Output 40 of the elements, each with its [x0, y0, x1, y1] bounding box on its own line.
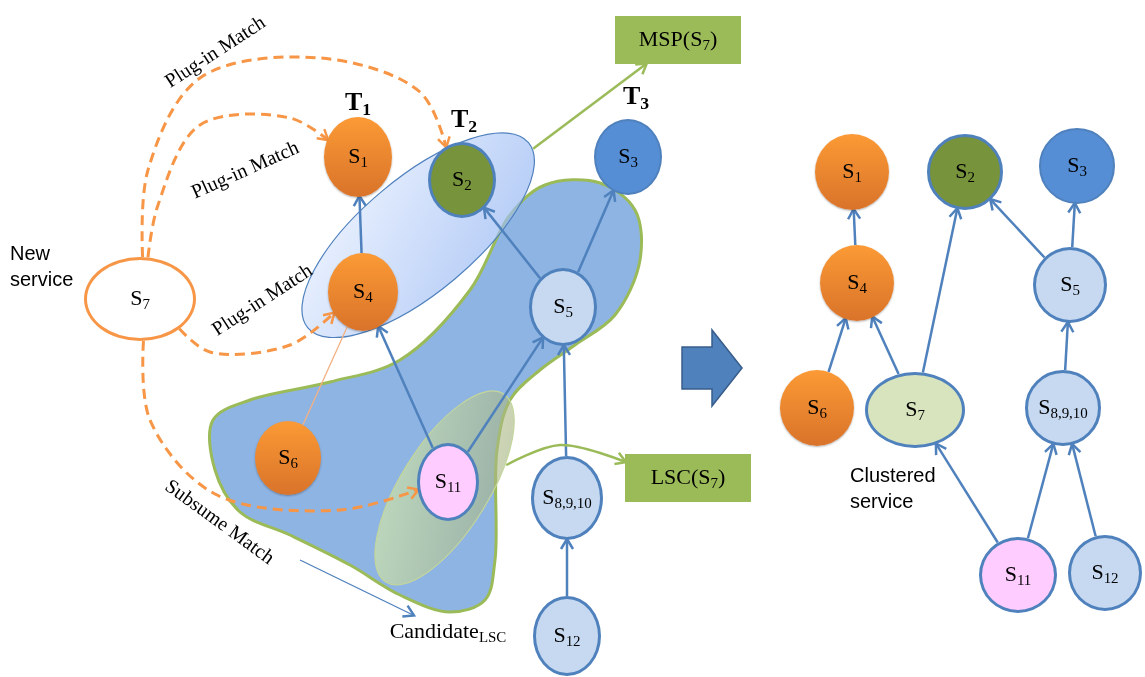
- arrow: [1067, 442, 1097, 537]
- arrow: [178, 311, 336, 356]
- arrow: [1067, 201, 1082, 248]
- service-node: S$_{12}$: [1068, 535, 1142, 611]
- service-node: S$_{12}$: [533, 596, 601, 676]
- leader-line: [299, 559, 416, 618]
- arrow: [140, 55, 451, 258]
- service-node: S$_{1}$: [324, 117, 392, 197]
- edge-label: Plug-in Match: [186, 134, 303, 205]
- service-node: S$_{5}$: [1033, 247, 1107, 323]
- arrow: [577, 189, 617, 273]
- service-node: S$_{4}$: [820, 245, 894, 321]
- column-heading: T$_{2}$: [449, 103, 479, 139]
- service-node: S$_{7}$: [865, 372, 965, 448]
- arrow: [846, 207, 862, 246]
- arrow: [988, 197, 1046, 259]
- column-heading: T$_{3}$: [621, 80, 651, 116]
- arrow: [532, 62, 649, 150]
- service-node: S$_{3}$: [1039, 128, 1115, 204]
- service-node: S$_{7}$: [84, 257, 196, 341]
- arrow: [375, 324, 434, 449]
- arrow: [146, 112, 330, 258]
- arrow: [466, 336, 545, 453]
- node-caption: New service: [10, 241, 75, 292]
- service-node: S$_{11}$: [979, 537, 1057, 613]
- arrow: [921, 206, 963, 373]
- arrow: [352, 194, 368, 254]
- service-node: S$_{3}$: [594, 119, 662, 195]
- node-caption: Clustered service: [850, 463, 937, 514]
- result-box: LSC(S$_{7}$): [625, 454, 751, 502]
- arrow: [1026, 442, 1058, 539]
- arrow: [482, 206, 542, 279]
- arrow: [827, 316, 850, 373]
- service-node: S$_{6}$: [780, 370, 854, 446]
- service-node: S$_{2}$: [927, 134, 1003, 210]
- result-box: MSP(S$_{7}$): [615, 16, 741, 64]
- service-node: S$_{1}$: [815, 134, 889, 210]
- service-node: S$_{8,9,10}$: [531, 456, 603, 540]
- service-node: S$_{8,9,10}$: [1025, 370, 1101, 446]
- candidate-label: Candidate$_{LSC}$: [366, 615, 530, 649]
